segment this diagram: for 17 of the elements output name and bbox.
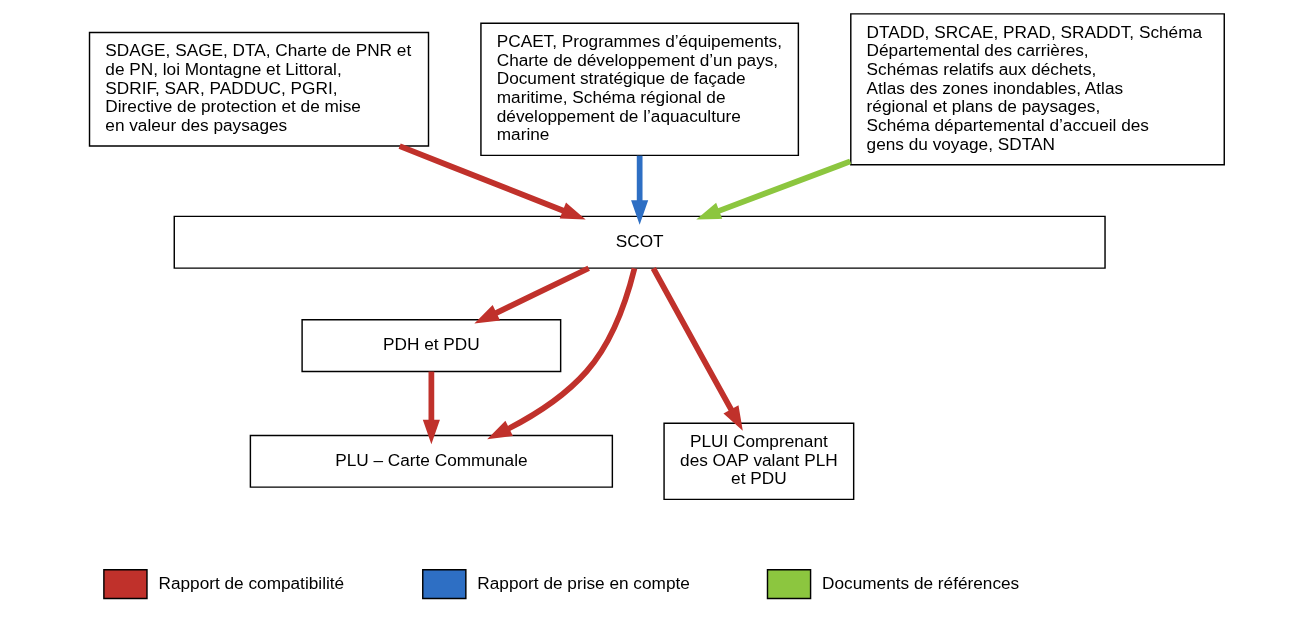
legend-label: Rapport de prise en compte	[477, 572, 690, 593]
node-box: PCAET, Programmes d’équipements, Charte de développement d’un pays, Document stratégique de façade maritime, Schéma régional de développement de l’aquaculture marine	[480, 22, 800, 157]
arrow	[398, 143, 586, 220]
node-box: DTADD, SRCAE, PRAD, SRADDT, Schéma Départemental des carrières, Schémas relatifs aux déchets, Atlas des zones inondables, Atlas régional et plans de paysages, Schéma départemental d’accueil des gens du voyage, SDTAN	[850, 13, 1225, 166]
arrow	[422, 371, 440, 445]
node-box: SDAGE, SAGE, DTA, Charte de PNR et de PN, loi Montagne et Littoral, SDRIF, SAR, PADDUC, PGRI, Directive de protection et de mise en valeur des paysages	[88, 31, 430, 147]
arrow	[474, 265, 590, 324]
node-box: PLU – Carte Communale	[249, 434, 614, 488]
arrow	[650, 267, 743, 431]
legend-label: Rapport de compatibilité	[158, 572, 345, 593]
arrow	[631, 155, 649, 225]
node-box: SCOT	[173, 215, 1106, 269]
arrow	[487, 267, 638, 440]
arrow	[696, 158, 852, 220]
legend-label: Documents de références	[822, 572, 1020, 593]
node-box: PLUI Comprenant des OAP valant PLH et PDU	[663, 422, 855, 501]
node-box: PDH et PDU	[301, 319, 562, 373]
